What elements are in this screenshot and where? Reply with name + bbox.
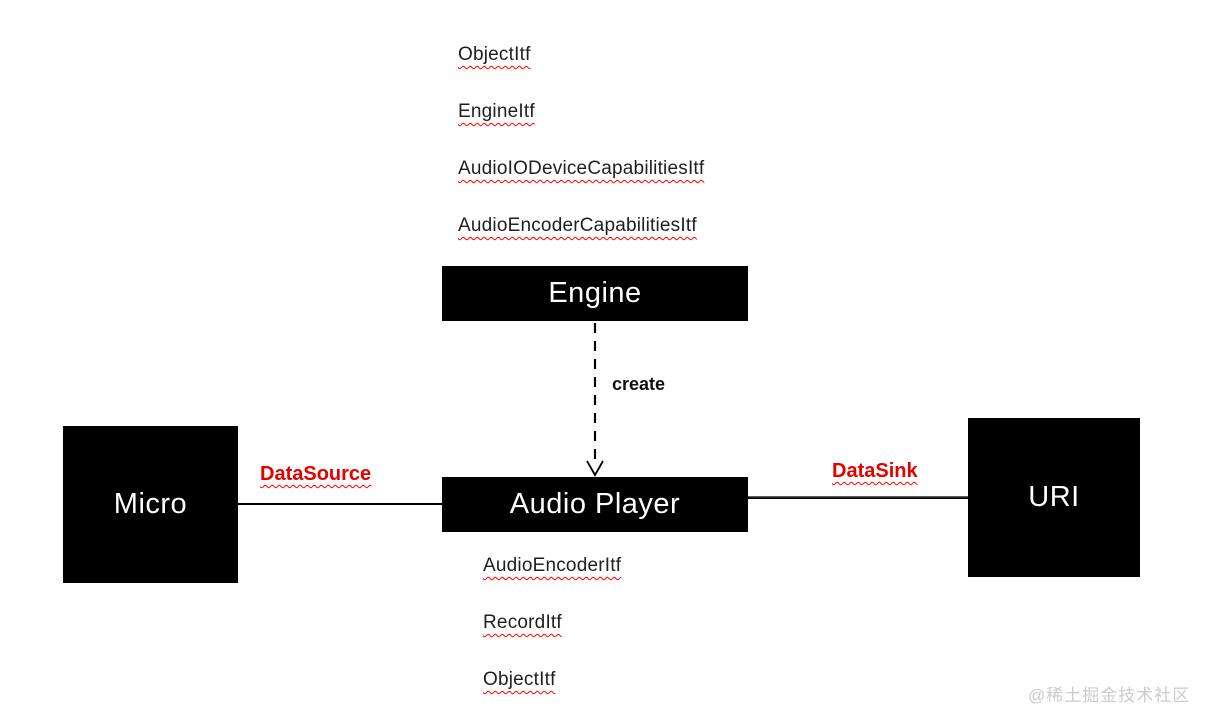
- audio-player-node-label: Audio Player: [509, 488, 681, 520]
- engine-node-label: Engine: [548, 277, 642, 309]
- audio-player-node: Audio Player: [442, 477, 748, 532]
- player-interface-recorditf: RecordItf: [483, 612, 562, 633]
- create-arrow: [586, 323, 604, 477]
- engine-interface-audioiodevicecapabilitiesitf: AudioIODeviceCapabilitiesItf: [458, 158, 705, 179]
- uri-node: URI: [968, 418, 1140, 577]
- engine-interface-objectitf: ObjectItf: [458, 44, 531, 65]
- uri-node-label: URI: [1028, 481, 1080, 513]
- engine-node: Engine: [442, 266, 748, 321]
- datasource-edge-label: DataSource: [260, 463, 372, 485]
- engine-interface-audioencodercapabilitiesitf: AudioEncoderCapabilitiesItf: [458, 215, 697, 236]
- watermark-text: @稀土掘金技术社区: [1028, 686, 1191, 705]
- create-arrow-head: [586, 460, 604, 477]
- create-edge-label: create: [612, 374, 666, 394]
- player-interface-audioencoderitf: AudioEncoderItf: [483, 555, 622, 576]
- engine-interface-engineitf: EngineItf: [458, 101, 535, 122]
- micro-node: Micro: [63, 426, 238, 583]
- datasource-connector-line: [238, 503, 442, 505]
- micro-node-label: Micro: [113, 488, 188, 520]
- datasink-edge-label: DataSink: [832, 460, 918, 482]
- datasink-connector-line: [748, 496, 968, 499]
- player-interface-objectitf: ObjectItf: [483, 669, 556, 690]
